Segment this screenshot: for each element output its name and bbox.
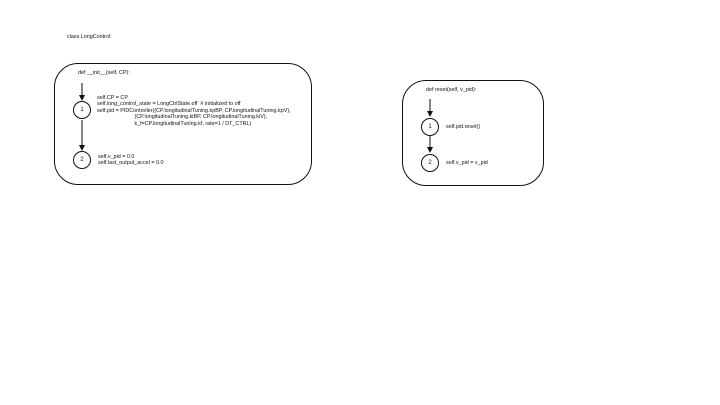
init-function-box	[54, 63, 312, 185]
code-line: k_f=CP.longitudinalTuning.kf, rate=1 / D…	[97, 120, 252, 127]
code-line: self.v_pid = v_pid	[446, 160, 488, 166]
reset-node-2-code: self.v_pid = v_pid	[446, 160, 488, 166]
init-signature: def __init__(self, CP):	[78, 70, 130, 76]
code-line: self.last_output_accel = 0.0	[98, 160, 164, 167]
reset-function-box	[402, 80, 544, 186]
reset-node-1: 1	[421, 118, 439, 136]
code-line: self.pid = PIDController((CP.longitudina…	[97, 107, 291, 114]
code-line: (CP.longitudinalTuning.kiBP, CP.longitud…	[97, 114, 268, 121]
init-node-1: 1	[73, 101, 91, 119]
code-line: self.pid.reset()	[446, 124, 481, 130]
code-line: self.long_control_state = LongCtrlState.…	[97, 101, 241, 108]
reset-node-1-code: self.pid.reset()	[446, 124, 480, 130]
init-node-2: 2	[73, 151, 91, 169]
code-line: self.v_pid = 0.0	[98, 154, 135, 160]
code-line: self.CP = CP	[97, 95, 128, 101]
reset-signature: def reset(self, v_pid):	[426, 87, 477, 93]
class-title: class LongControl:	[67, 34, 112, 40]
reset-node-2: 2	[421, 154, 439, 172]
